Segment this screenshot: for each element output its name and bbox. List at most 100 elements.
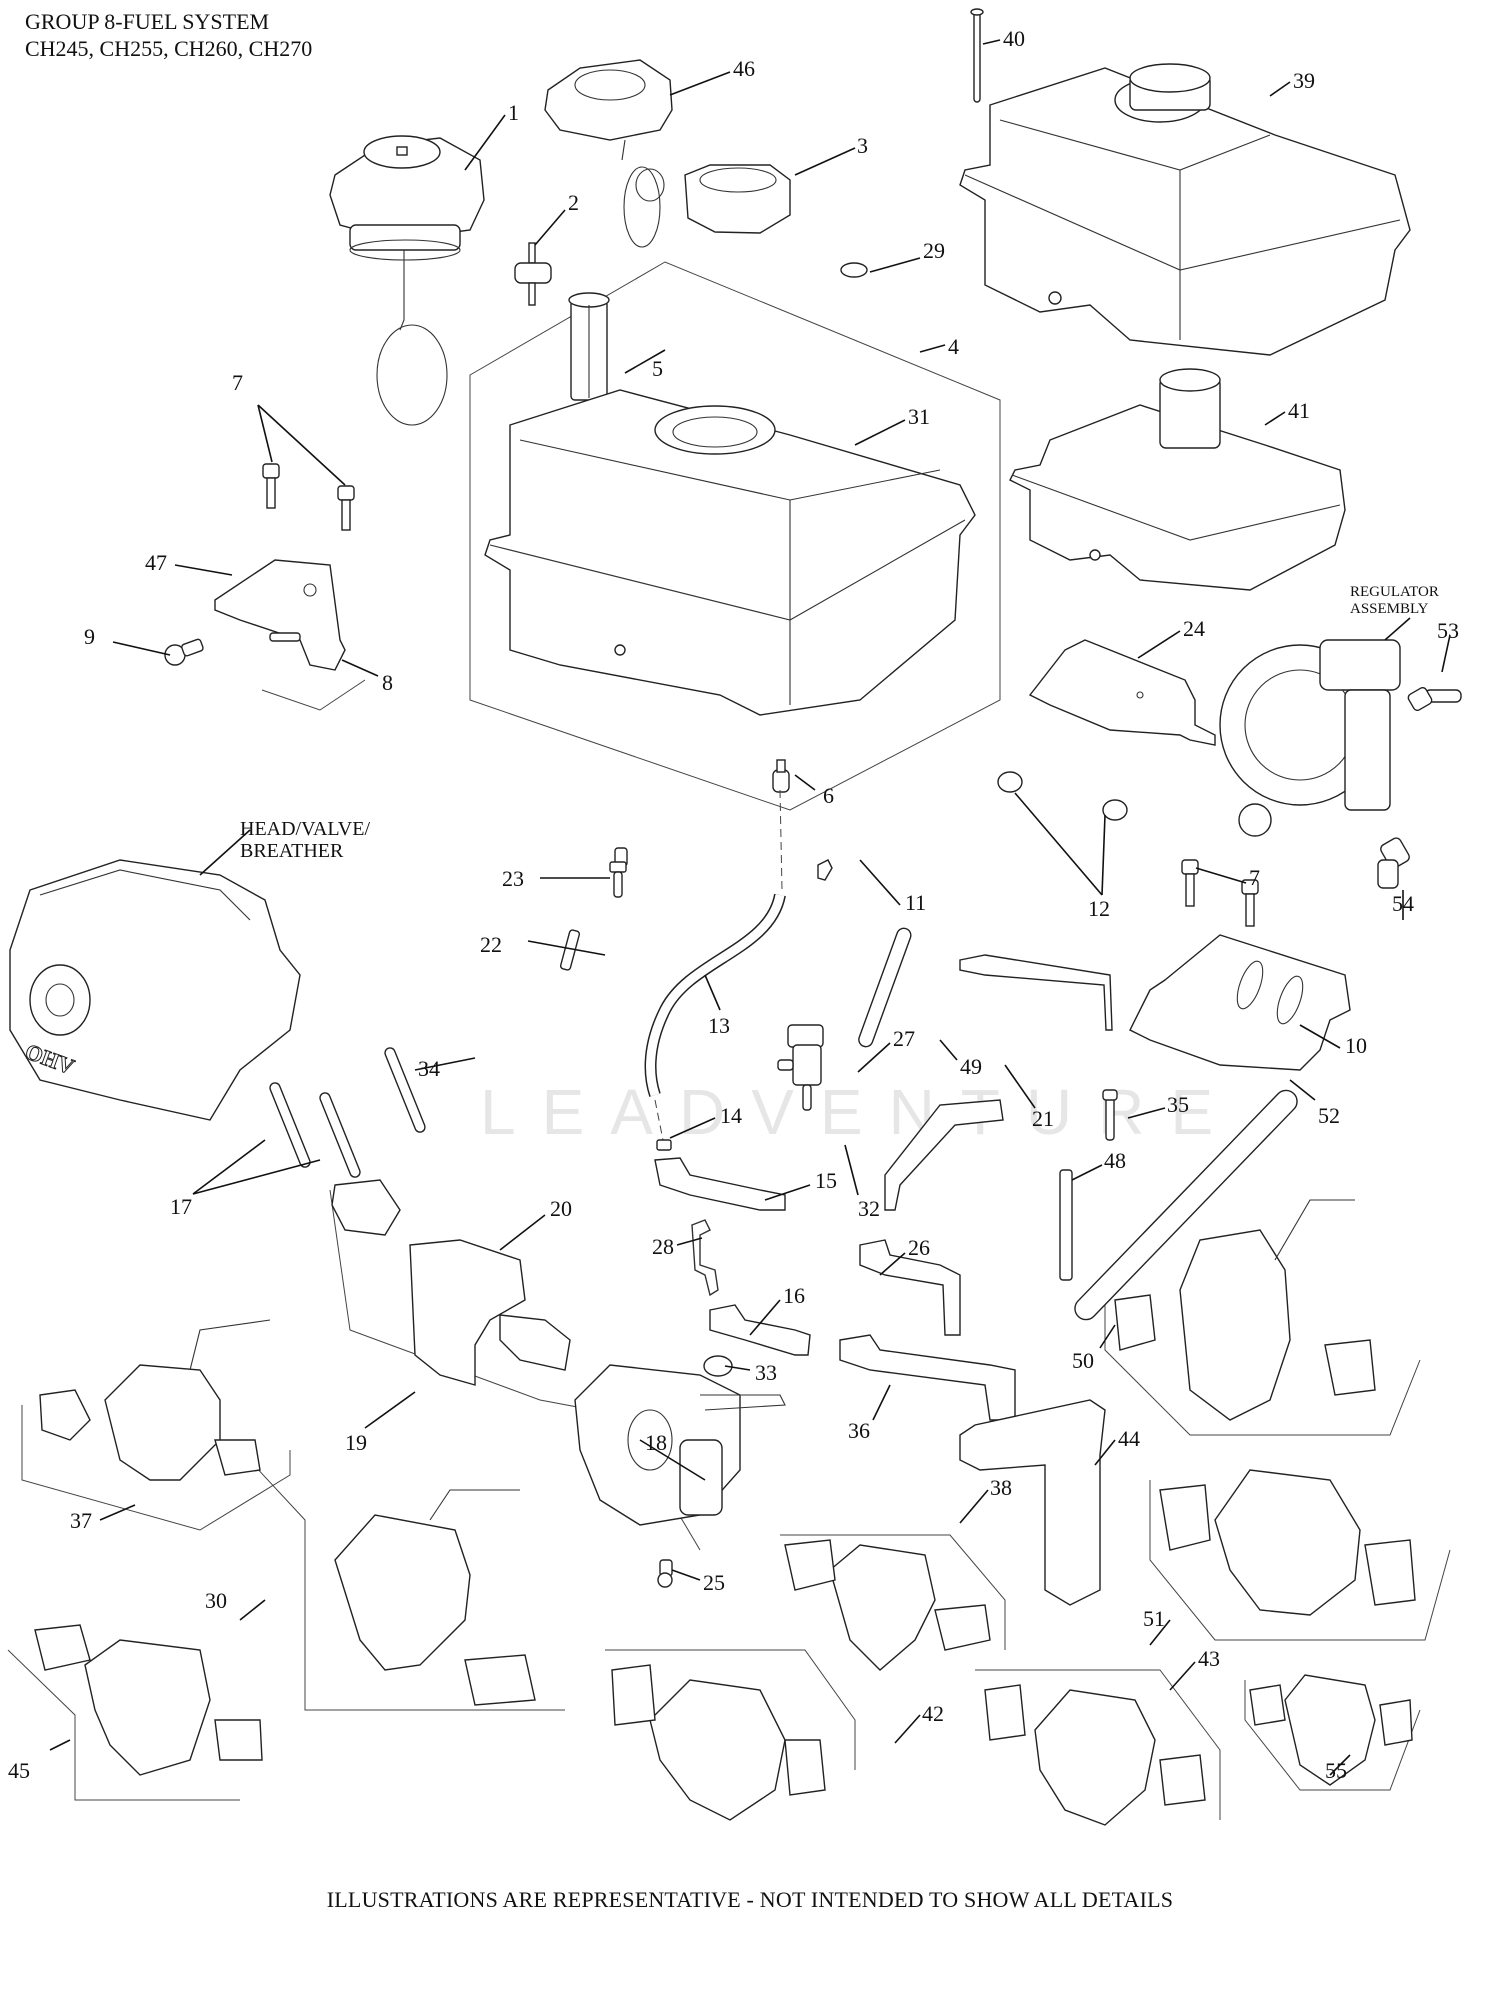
callout-43: 43 [1198, 1646, 1220, 1671]
part-12-washer [997, 771, 1023, 793]
bracket-8-group-box [261, 679, 366, 711]
callout-15: 15 [815, 1168, 837, 1193]
part-17-stud [269, 1082, 311, 1168]
part-15-lever [654, 1157, 786, 1211]
callout-12: 12 [1088, 896, 1110, 921]
part-21-link-rod [959, 954, 1113, 1031]
watermark: LEADVENTURE [480, 1076, 1239, 1148]
part-16-lever [709, 1304, 811, 1356]
callout-30: 30 [205, 1588, 227, 1613]
part-31-fuel-tank [484, 389, 976, 716]
callout-7-right: 7 [1249, 865, 1260, 890]
carb-51-box [1149, 1480, 1451, 1641]
part-54-elbow-fitting [1377, 837, 1410, 889]
carb-55-box [1244, 1680, 1421, 1791]
callout-7-left: 7 [232, 370, 243, 395]
callout-25: 25 [703, 1570, 725, 1595]
part-10-bracket [1129, 934, 1351, 1071]
title-models: CH245, CH255, CH260, CH270 [25, 36, 313, 61]
callout-48: 48 [1104, 1148, 1126, 1173]
callout-53: 53 [1437, 618, 1459, 643]
part-27-fuel-valve [777, 1024, 824, 1111]
title-group: GROUP 8-FUEL SYSTEM [25, 9, 270, 34]
part-29-washer [840, 262, 868, 278]
carb-50-box [1104, 1300, 1421, 1436]
callout-4: 4 [948, 334, 959, 359]
part-30-carburetor [334, 1489, 536, 1706]
gasket-19a [331, 1179, 401, 1236]
callout-46: 46 [733, 56, 755, 81]
part-12-washer [1102, 799, 1128, 821]
callout-16: 16 [783, 1283, 805, 1308]
callout-52: 52 [1318, 1103, 1340, 1128]
callout-18: 18 [645, 1430, 667, 1455]
callout-11: 11 [905, 890, 927, 915]
callout-32: 32 [858, 1196, 880, 1221]
part-50-carburetor [1114, 1199, 1376, 1421]
part-24-bracket [1028, 639, 1216, 746]
callout-37: 37 [70, 1508, 92, 1533]
gasket-19b [499, 1314, 571, 1371]
part-39-fuel-tank [959, 63, 1411, 356]
callout-29: 29 [923, 238, 945, 263]
part-5-strainer [568, 292, 610, 401]
carb-42-box [605, 1649, 856, 1770]
part-6-fuel-valve [772, 759, 790, 793]
part-45-carburetor [34, 1624, 263, 1776]
footer-disclaimer: ILLUSTRATIONS ARE REPRESENTATIVE - NOT I… [326, 1887, 1174, 1912]
callout-8: 8 [382, 670, 393, 695]
callout-14: 14 [720, 1103, 742, 1128]
part-38-carburetor [784, 1539, 991, 1671]
part-23-fitting [609, 847, 628, 898]
carb-45-box [7, 1649, 240, 1801]
callout-5: 5 [652, 356, 663, 381]
carb-38-box [780, 1534, 1006, 1650]
carb-43-box [975, 1669, 1221, 1820]
part-40-pin [970, 8, 984, 103]
callout-2: 2 [568, 190, 579, 215]
callout-51: 51 [1143, 1606, 1165, 1631]
part-46-fuel-cap [544, 59, 673, 248]
regulator-assembly [1219, 639, 1401, 837]
leader-lines [49, 39, 1451, 1776]
callout-39: 39 [1293, 68, 1315, 93]
part-48-strip [1059, 1169, 1073, 1281]
callout-13: 13 [708, 1013, 730, 1038]
part-42-carburetor [611, 1664, 826, 1821]
part-33-jet [703, 1355, 733, 1377]
fuel-line-path-upper [779, 789, 783, 891]
head-valve-breather-assembly: OHV [9, 859, 301, 1121]
callout-26: 26 [908, 1235, 930, 1260]
callout-40: 40 [1003, 26, 1025, 51]
part-28-choke-link [691, 1219, 719, 1297]
callout-47: 47 [145, 550, 167, 575]
part-1-fuel-cap [329, 135, 485, 426]
callout-1: 1 [508, 100, 519, 125]
callout-54: 54 [1392, 891, 1414, 916]
part-35-bolt-head [1102, 1089, 1118, 1101]
head-valve-breather-label: HEAD/VALVE/ BREATHER [240, 818, 371, 862]
callout-23: 23 [502, 866, 524, 891]
callout-34: 34 [418, 1056, 440, 1081]
part-52-tube [1074, 1089, 1298, 1321]
callout-3: 3 [857, 133, 868, 158]
callout-10: 10 [1345, 1033, 1367, 1058]
diagram-title: GROUP 8-FUEL SYSTEM CH245, CH255, CH260,… [25, 8, 312, 62]
part-11-clip [817, 859, 833, 881]
part-13-fuel-line-inner [646, 893, 785, 1097]
callout-22: 22 [480, 932, 502, 957]
callout-28: 28 [652, 1234, 674, 1259]
part-20-insulator [409, 1239, 526, 1386]
fuel-tank-group-box [469, 261, 1001, 811]
part-18-carburetor [574, 1364, 786, 1526]
callout-20: 20 [550, 1196, 572, 1221]
callout-6: 6 [823, 783, 834, 808]
callout-36: 36 [848, 1418, 870, 1443]
part-35-bolt [1105, 1094, 1115, 1141]
callout-49: 49 [960, 1054, 982, 1079]
callout-27: 27 [893, 1026, 915, 1051]
callout-21: 21 [1032, 1106, 1054, 1131]
part-2-inline-filter [514, 242, 552, 306]
part-7-bolts-left [262, 463, 355, 531]
carb-37-box [21, 1405, 291, 1531]
